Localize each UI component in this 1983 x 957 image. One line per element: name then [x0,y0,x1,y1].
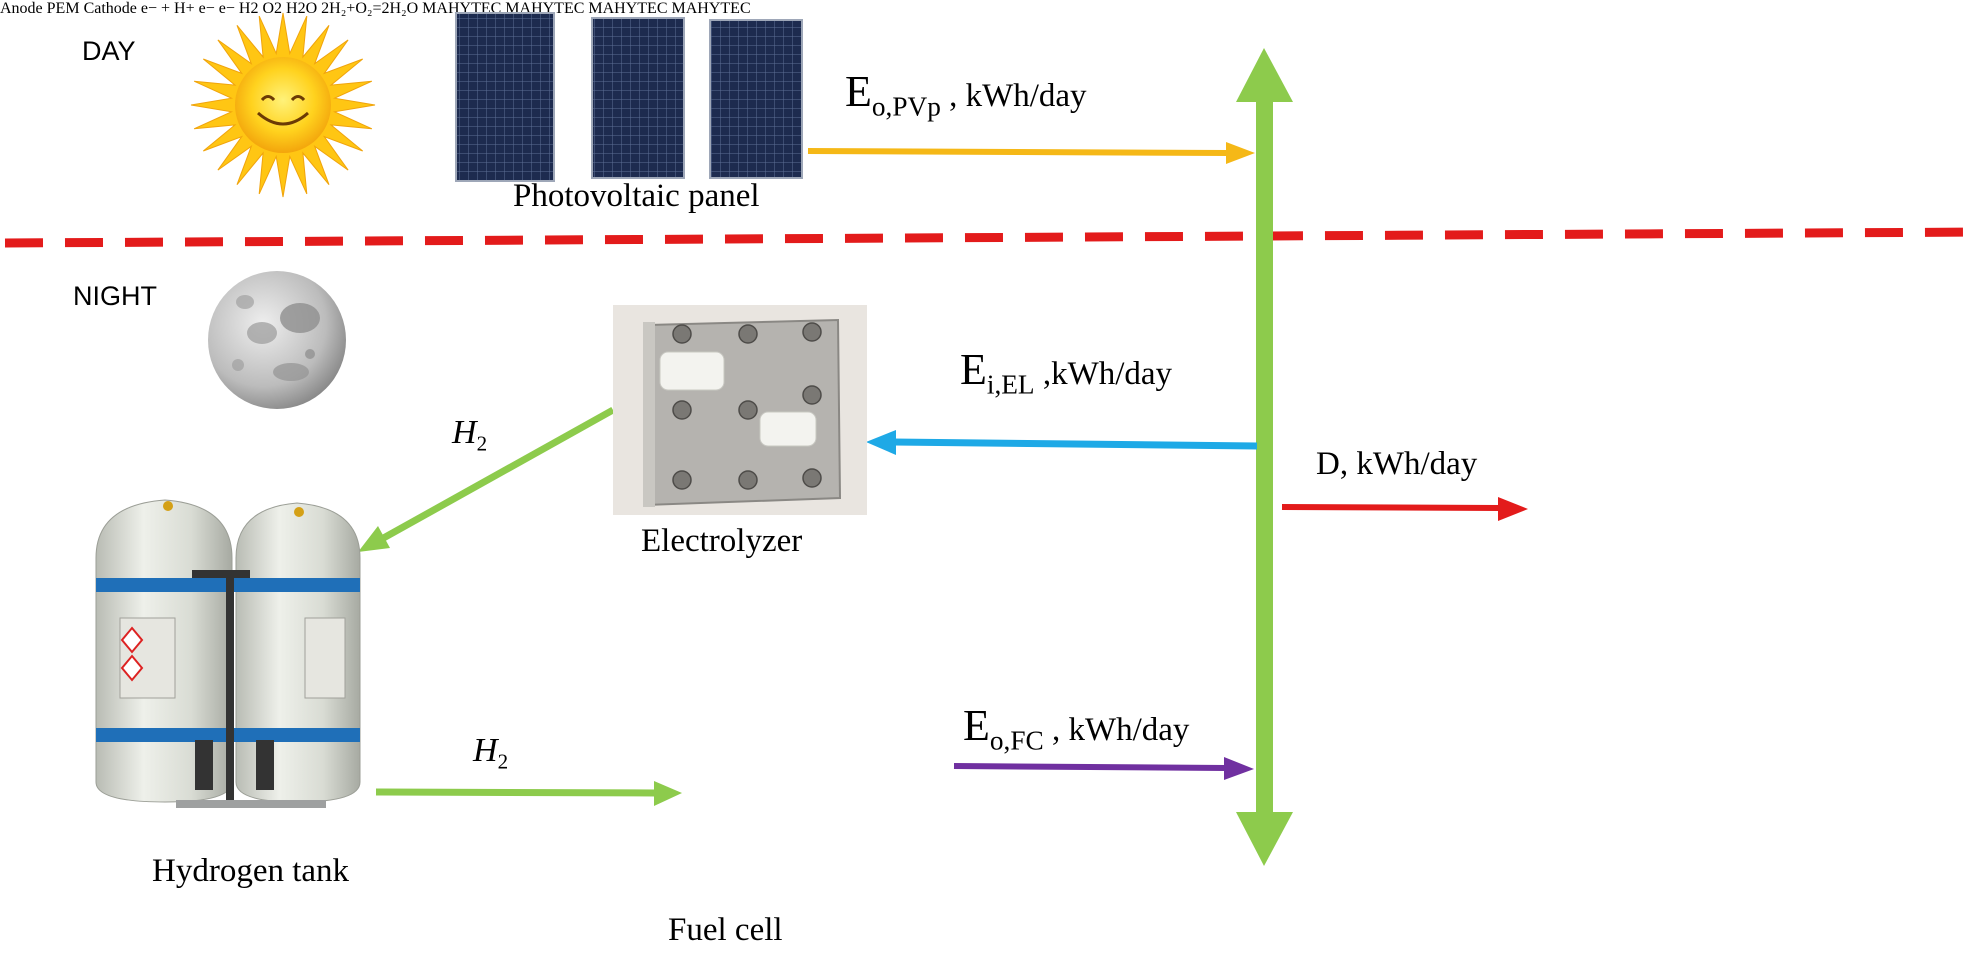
day-night-divider [4,227,1983,248]
day-label: DAY [82,36,136,66]
solar-panel-icon [455,12,803,182]
demand-arrow [1281,497,1528,521]
pv-output-label: Eo,PVp , kWh/day [845,67,1087,122]
hydrogen-tank-label: Hydrogen tank [152,853,350,889]
o2-label: O2 [262,0,283,17]
demand-label: D, kWh/day [1316,446,1478,482]
reaction-label: e− + H+ [140,0,195,17]
h2-label-tank: H2 [473,732,509,774]
pem-label: PEM [46,0,80,17]
h2-to-tank-arrow [358,406,615,552]
h2-label-electrolyzer: H2 [452,414,488,456]
electron-label-right: e− [218,0,235,17]
reaction-equation: 2H₂+O₂=2H₂O [321,0,419,17]
tank-band-text: MAHYTEC [588,0,668,17]
electrolyzer-input-label: Ei,EL ,kWh/day [960,345,1173,400]
cathode-label: Cathode [83,0,137,17]
sun-icon [190,12,376,198]
h2-inlet-label: H2 [238,0,259,17]
pv-output-arrow [807,142,1255,164]
electrolyzer-icon [613,305,867,515]
energy-bus-arrow [1236,48,1293,866]
hydrogen-tank-icon [95,499,361,808]
tank-band-text: MAHYTEC [671,0,751,17]
h2o-label: H2O [286,0,318,17]
electron-label-left: e− [198,0,215,17]
fuel-cell-label: Fuel cell [668,912,783,948]
pv-panel-label: Photovoltaic panel [513,178,760,214]
night-label: NIGHT [73,281,157,311]
h2-to-fuel-cell-arrow [375,781,682,806]
electrolyzer-label: Electrolyzer [641,523,803,559]
fuel-cell-output-arrow [953,757,1254,780]
moon-icon [208,271,346,409]
fuel-cell-output-label: Eo,FC , kWh/day [963,701,1190,756]
electrolyzer-input-arrow [866,430,1258,455]
anode-label: Anode [0,0,43,17]
